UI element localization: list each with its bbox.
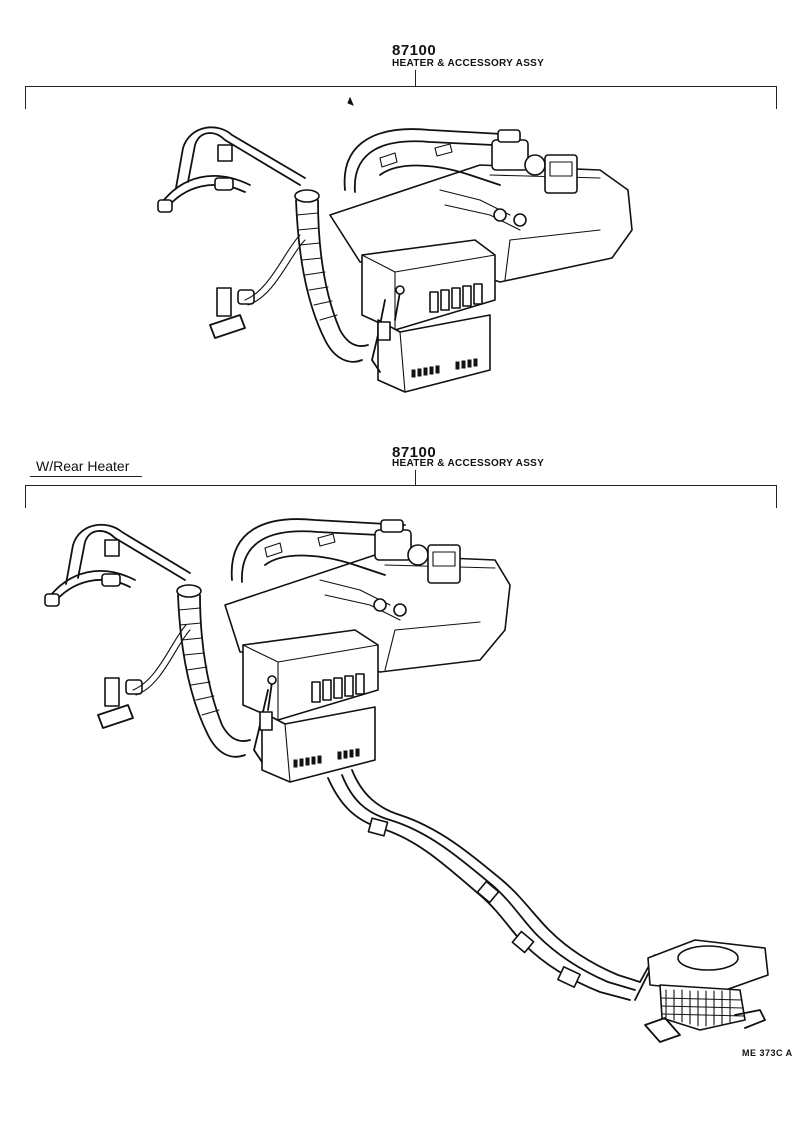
heater-unit-bottom: [242, 629, 379, 721]
upper-pipe-bottom: [230, 518, 406, 581]
figure-code: ME 373C A: [742, 1048, 793, 1058]
pipe-clamp-2: [476, 880, 500, 904]
part-name-top: HEATER & ACCESSORY ASSY: [392, 58, 545, 69]
vent-grille-bottom: [311, 673, 365, 703]
pipe-clamp-4: [557, 966, 581, 988]
frame-top: [25, 86, 777, 109]
vent-grille-top: [429, 283, 483, 313]
frame-tick-top: [415, 70, 416, 86]
pipe-clamp-1: [367, 817, 389, 837]
variant-underline: [30, 476, 142, 477]
part-number-top: 87100: [392, 42, 437, 59]
frame-bottom: [25, 485, 777, 508]
pipe-clamp-3: [511, 930, 535, 954]
left-valve-top: [209, 314, 246, 339]
left-valve-bottom: [97, 704, 134, 729]
part-number-bottom: 87100: [392, 444, 437, 461]
left-pipe-bottom: [77, 530, 186, 581]
frame-tick-bottom: [415, 470, 416, 485]
upper-pipe-top: [343, 128, 521, 191]
variant-label: W/Rear Heater: [36, 458, 130, 474]
valve-body-bottom: [374, 529, 412, 561]
left-pipe-top: [187, 132, 301, 186]
part-name-bottom: HEATER & ACCESSORY ASSY: [392, 458, 545, 469]
rear-heater-pipe: [327, 777, 631, 1001]
rear-heater-unit: [644, 939, 769, 1043]
